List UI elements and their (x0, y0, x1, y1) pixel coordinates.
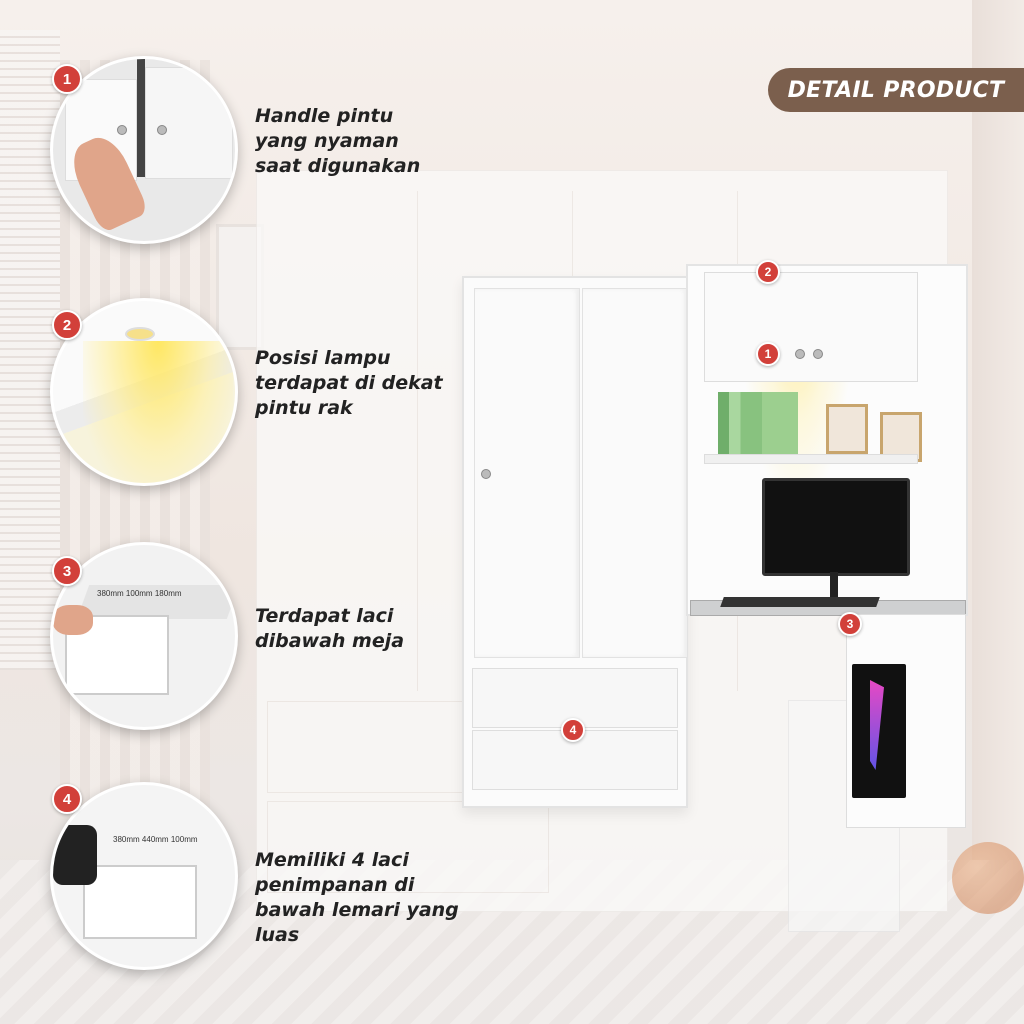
wardrobe-door-right (582, 288, 688, 658)
lamp-icon (125, 327, 155, 341)
photo-frame (826, 404, 868, 454)
cabinet-knob (813, 349, 823, 359)
ghost-drawer (267, 801, 549, 893)
handle-knob (117, 125, 127, 135)
dimension-labels: 380mm 440mm 100mm (113, 835, 198, 844)
dimension-labels: 380mm 100mm 180mm (97, 589, 182, 598)
ghost-door (267, 191, 418, 691)
detail-circle-desk-drawer: 380mm 100mm 180mm (50, 542, 238, 730)
feature-caption-1: Handle pintu yang nyaman saat digunakan (255, 105, 421, 177)
detail-circle-wardrobe-drawer: 380mm 440mm 100mm (50, 782, 238, 970)
feature-badge-4: 4 (52, 784, 82, 814)
photo-frame (880, 412, 922, 462)
detail-circle-handle (50, 56, 238, 244)
handle-knob (157, 125, 167, 135)
books (718, 392, 798, 454)
page-title: DETAIL PRODUCT (768, 68, 1024, 112)
monitor-stand (830, 572, 838, 598)
monitor (762, 478, 910, 576)
shelf (704, 454, 918, 464)
feature-caption-3: Terdapat laci dibawah meja (255, 605, 405, 652)
door-knob (481, 469, 491, 479)
detail-circle-lamp (50, 298, 238, 486)
upper-cabinet (704, 272, 918, 382)
marker-badge: 4 (561, 718, 585, 742)
marker-badge: 1 (756, 342, 780, 366)
feature-badge-2: 2 (52, 310, 82, 340)
keyboard (720, 597, 880, 607)
feature-caption-2: Posisi lampu terdapat di dekat pintu rak (255, 347, 443, 419)
cabinet-knob (795, 349, 805, 359)
feature-caption-4: Memiliki 4 laci penimpanan di bawah lema… (255, 849, 459, 946)
door-frame (972, 0, 1024, 860)
marker-badge: 3 (838, 612, 862, 636)
basketball (952, 842, 1024, 914)
feature-badge-3: 3 (52, 556, 82, 586)
window-blinds (0, 30, 60, 670)
marker-badge: 2 (756, 260, 780, 284)
feature-badge-1: 1 (52, 64, 82, 94)
wardrobe-door-left (474, 288, 580, 658)
arm-image (53, 825, 97, 885)
hand-image (53, 605, 93, 635)
